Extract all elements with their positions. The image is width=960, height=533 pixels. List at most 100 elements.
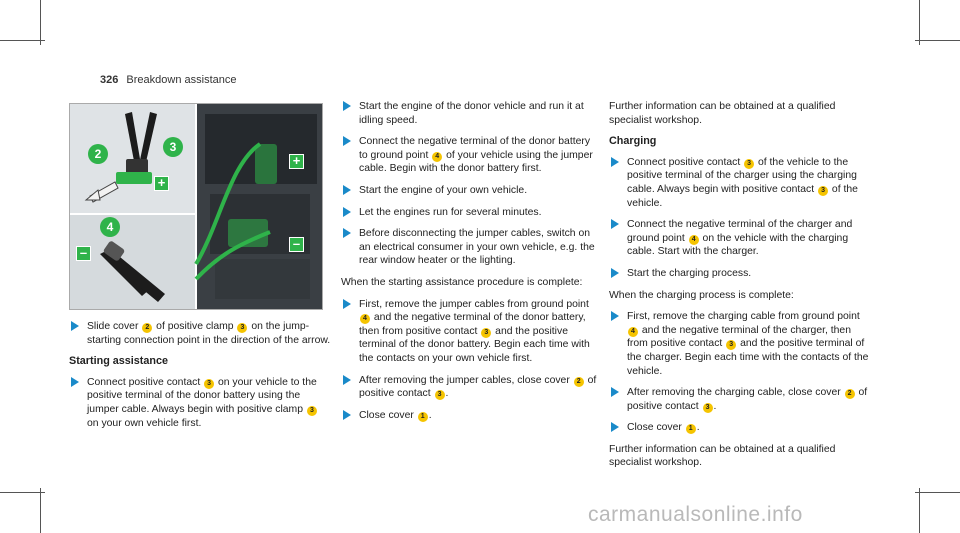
step-start-charging: Start the charging process. [609, 267, 874, 281]
callout-2: 2 [88, 144, 108, 164]
step-close-cover-charger: Close cover 1. [609, 421, 874, 435]
illustration-svg [70, 104, 322, 309]
number-badge: 3 [744, 158, 755, 169]
crop-mark [919, 0, 920, 45]
text: Before disconnecting the jumper cables, … [359, 228, 595, 267]
text: First, remove the jumper cables from gro… [359, 298, 589, 310]
heading-charging: Charging [609, 135, 657, 148]
text: . [696, 422, 700, 434]
heading-starting-assistance: Starting assistance [69, 355, 169, 368]
page-header: 326 Breakdown assistance [100, 74, 236, 88]
number-badge: 1 [685, 424, 696, 435]
column-1: Slide cover 2 of positive clamp 3 on the… [69, 320, 331, 438]
step-arrow-icon [343, 374, 351, 385]
text: Connect positive contact [627, 156, 744, 168]
text: Connect positive contact [87, 376, 204, 388]
crop-mark [40, 0, 41, 45]
text: After removing the charging cable, close… [627, 387, 844, 399]
step-remove-charging-cable: First, remove the charging cable from gr… [609, 310, 874, 378]
plus-symbol-engine: + [289, 154, 304, 169]
minus-symbol-inset: – [76, 246, 91, 261]
step-close-cover: Close cover 1. [341, 409, 601, 423]
step-arrow-icon [71, 376, 79, 387]
crop-mark [915, 40, 960, 41]
step-arrow-icon [343, 228, 351, 239]
step-before-disconnect: Before disconnecting the jumper cables, … [341, 227, 601, 268]
step-start-own: Start the engine of your own vehicle. [341, 184, 601, 198]
crop-mark [40, 488, 41, 533]
number-badge: 3 [481, 327, 492, 338]
step-remove-cables: First, remove the jumper cables from gro… [341, 298, 601, 366]
text: . [428, 409, 432, 421]
number-badge: 4 [688, 234, 699, 245]
step-arrow-icon [343, 206, 351, 217]
number-badge: 4 [432, 151, 443, 162]
number-badge: 4 [628, 326, 638, 337]
step-slide-cover: Slide cover 2 of positive clamp 3 on the… [69, 320, 331, 347]
step-arrow-icon [343, 409, 351, 420]
number-badge: 3 [818, 185, 829, 196]
step-arrow-icon [343, 184, 351, 195]
paragraph-complete: When the starting assistance procedure i… [341, 276, 583, 288]
text: Close cover [627, 422, 685, 434]
text: Slide cover [87, 321, 142, 332]
text: on your vehicle to the positive terminal… [87, 376, 317, 415]
number-badge: 3 [702, 402, 713, 413]
step-arrow-icon [343, 101, 351, 111]
text: of positive contact [359, 374, 597, 400]
callout-3: 3 [163, 137, 183, 157]
crop-mark [915, 492, 960, 493]
step-arrow-icon [611, 422, 619, 433]
number-badge: 1 [417, 411, 428, 422]
step-arrow-icon [611, 156, 619, 167]
page-number: 326 [100, 74, 119, 86]
text: Close cover [359, 409, 417, 421]
text: Start the engine of the donor vehicle an… [359, 101, 584, 126]
paragraph-info-2: Further information can be obtained at a… [609, 443, 836, 469]
number-badge: 2 [573, 376, 584, 387]
number-badge: 4 [360, 314, 370, 325]
column-2: Start the engine of the donor vehicle an… [341, 100, 601, 430]
number-badge: 3 [726, 340, 737, 351]
step-connect-positive: Connect positive contact 3 on your vehic… [69, 376, 331, 430]
step-arrow-icon [71, 321, 79, 331]
text: and the positive terminal of the charger… [627, 338, 869, 377]
number-badge: 3 [237, 323, 248, 333]
number-badge: 3 [306, 405, 317, 416]
step-arrow-icon [611, 219, 619, 230]
step-start-donor: Start the engine of the donor vehicle an… [341, 100, 601, 127]
number-badge: 3 [434, 390, 445, 401]
crop-mark [0, 492, 45, 493]
step-arrow-icon [343, 136, 351, 147]
text: on the jump-starting connection point in… [87, 321, 331, 346]
section-title: Breakdown assistance [126, 74, 237, 86]
step-arrow-icon [611, 387, 619, 398]
step-connect-negative: Connect the negative terminal of the don… [341, 135, 601, 176]
plus-symbol-inset: + [154, 176, 169, 191]
step-arrow-icon [611, 311, 619, 322]
text: . [713, 400, 717, 412]
number-badge: 2 [142, 323, 153, 333]
text: of the vehicle to the positive terminal … [627, 156, 857, 195]
number-badge: 3 [204, 378, 215, 389]
text: . [445, 388, 449, 400]
step-arrow-icon [611, 267, 619, 278]
text: and the positive terminal of the donor b… [359, 325, 590, 364]
step-connect-positive-charger: Connect positive contact 3 of the vehicl… [609, 156, 874, 210]
text: First, remove the charging cable from gr… [627, 311, 860, 323]
crop-mark [0, 40, 45, 41]
number-badge: 2 [844, 389, 855, 400]
crop-mark [919, 488, 920, 533]
column-3: Further information can be obtained at a… [609, 100, 874, 478]
text: and the negative terminal of the donor b… [359, 312, 586, 337]
text: Start the charging process. [627, 267, 752, 279]
text: and the negative terminal of the charger… [627, 324, 851, 350]
text: on the vehicle with the charging cable. … [627, 232, 849, 258]
paragraph-charging-complete: When the charging process is complete: [609, 289, 794, 301]
jump-start-illustration: 2 3 4 + – + – [69, 103, 323, 310]
minus-symbol-engine: – [289, 237, 304, 252]
paragraph-info: Further information can be obtained at a… [609, 101, 836, 126]
text: Connect the negative terminal of the don… [359, 136, 591, 161]
text: of positive clamp [153, 321, 237, 332]
text: Connect the negative terminal of the cha… [627, 219, 853, 244]
